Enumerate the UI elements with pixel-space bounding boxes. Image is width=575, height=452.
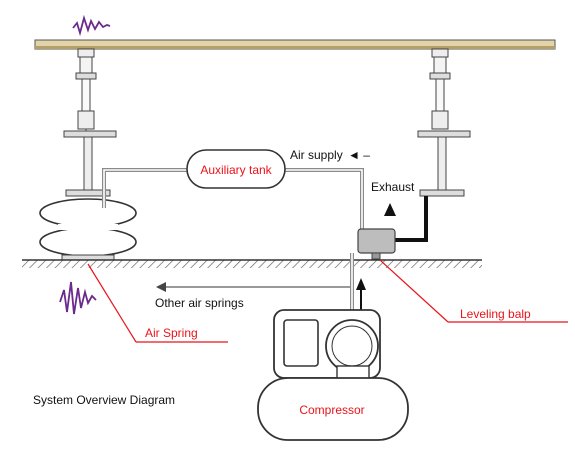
leveling-valve-label: Leveling balp [460, 307, 531, 321]
air-spring-label: Air Spring [145, 326, 198, 340]
exhaust-pipe [394, 196, 428, 242]
other-air-springs-arrow [156, 282, 350, 292]
left-support-column [63, 48, 117, 197]
leveling-valve-callout: Leveling balp [379, 259, 568, 323]
compressor-label: Compressor [299, 403, 364, 417]
ground-base [22, 259, 482, 268]
other-air-springs-label: Other air springs [155, 296, 244, 310]
compressor-supply-pipe [350, 253, 366, 316]
supply-up-arrow-icon [356, 278, 366, 290]
exhaust-label: Exhaust [371, 180, 415, 194]
vibration-wave-bottom-icon [59, 281, 97, 315]
auxiliary-tank: Auxiliary tank [186, 149, 286, 189]
auxiliary-tank-label: Auxiliary tank [200, 163, 272, 177]
air-supply-label: Air supply [290, 148, 343, 162]
diagram-caption: System Overview Diagram [33, 393, 175, 407]
air-spring-bellows [39, 198, 137, 261]
compressor: Compressor [257, 309, 409, 441]
leveling-valve [357, 228, 396, 260]
air-supply-arrow-icon: ◄ – [348, 148, 370, 162]
air-spring-callout: Air Spring [87, 263, 228, 343]
left-arrow-icon [156, 282, 166, 292]
upper-body-frame [34, 39, 556, 50]
vibration-wave-top-icon [72, 14, 111, 37]
exhaust-up-arrow-icon [384, 203, 396, 216]
right-support-column [417, 48, 471, 197]
